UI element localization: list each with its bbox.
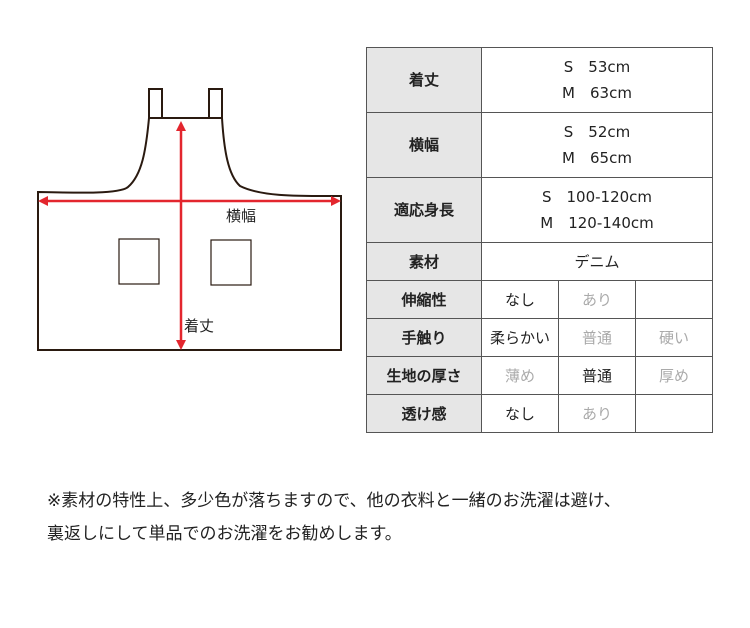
attribute-row: 伸縮性なしあり	[366, 280, 713, 319]
row-label: 適応身長	[366, 177, 482, 243]
apron-diagram	[37, 88, 342, 351]
size-values: S 100-120cm M 120-140cm	[481, 177, 713, 243]
row-label: 生地の厚さ	[366, 356, 482, 395]
left-strap	[148, 88, 163, 119]
width-label: 横幅	[226, 207, 257, 225]
size-value: S 52cm	[563, 123, 631, 141]
row-label: 伸縮性	[366, 280, 482, 319]
selected-option: 普通	[558, 356, 636, 395]
option: 普通	[558, 318, 636, 357]
selected-option: なし	[481, 394, 559, 433]
option	[635, 280, 713, 319]
size-value: S 53cm	[563, 58, 631, 76]
width-arrow-right-head	[331, 196, 341, 206]
option: 厚め	[635, 356, 713, 395]
row-label: 着丈	[366, 47, 482, 113]
size-values: S 52cm M 65cm	[481, 112, 713, 178]
option: 薄め	[481, 356, 559, 395]
size-values: S 53cm M 63cm	[481, 47, 713, 113]
row-label: 素材	[366, 242, 482, 281]
row-label: 透け感	[366, 394, 482, 433]
option: 硬い	[635, 318, 713, 357]
row-label: 横幅	[366, 112, 482, 178]
apron-outline	[37, 117, 342, 351]
option: あり	[558, 394, 636, 433]
size-value: S 100-120cm	[541, 188, 653, 206]
option: あり	[558, 280, 636, 319]
size-row: 着丈 S 53cm M 63cm	[366, 47, 713, 113]
selected-option: 柔らかい	[481, 318, 559, 357]
width-arrow-left-head	[38, 196, 48, 206]
size-row: 横幅 S 52cm M 65cm	[366, 112, 713, 178]
length-label: 着丈	[184, 317, 215, 335]
attribute-row: 透け感なしあり	[366, 394, 713, 433]
selected-option: なし	[481, 280, 559, 319]
size-value: M 65cm	[562, 149, 632, 167]
attribute-row: 手触り柔らかい普通硬い	[366, 318, 713, 357]
care-note: ※素材の特性上、多少色が落ちますので、他の衣料と一緒のお洗濯は避け、 裏返しにし…	[47, 485, 621, 551]
care-note-line: ※素材の特性上、多少色が落ちますので、他の衣料と一緒のお洗濯は避け、	[47, 491, 621, 511]
material-row: 素材デニム	[366, 242, 713, 281]
right-strap	[208, 88, 223, 119]
length-arrow-top-head	[176, 121, 186, 131]
size-value: M 120-140cm	[540, 214, 654, 232]
size-row: 適応身長 S 100-120cm M 120-140cm	[366, 177, 713, 243]
material-value: デニム	[481, 242, 713, 281]
attribute-row: 生地の厚さ薄め普通厚め	[366, 356, 713, 395]
left-pocket	[118, 238, 160, 285]
row-label: 手触り	[366, 318, 482, 357]
care-note-line: 裏返しにして単品でのお洗濯をお勧めします。	[47, 524, 402, 544]
size-value: M 63cm	[562, 84, 632, 102]
option	[635, 394, 713, 433]
right-pocket	[210, 239, 252, 286]
length-arrow-bottom-head	[176, 340, 186, 350]
